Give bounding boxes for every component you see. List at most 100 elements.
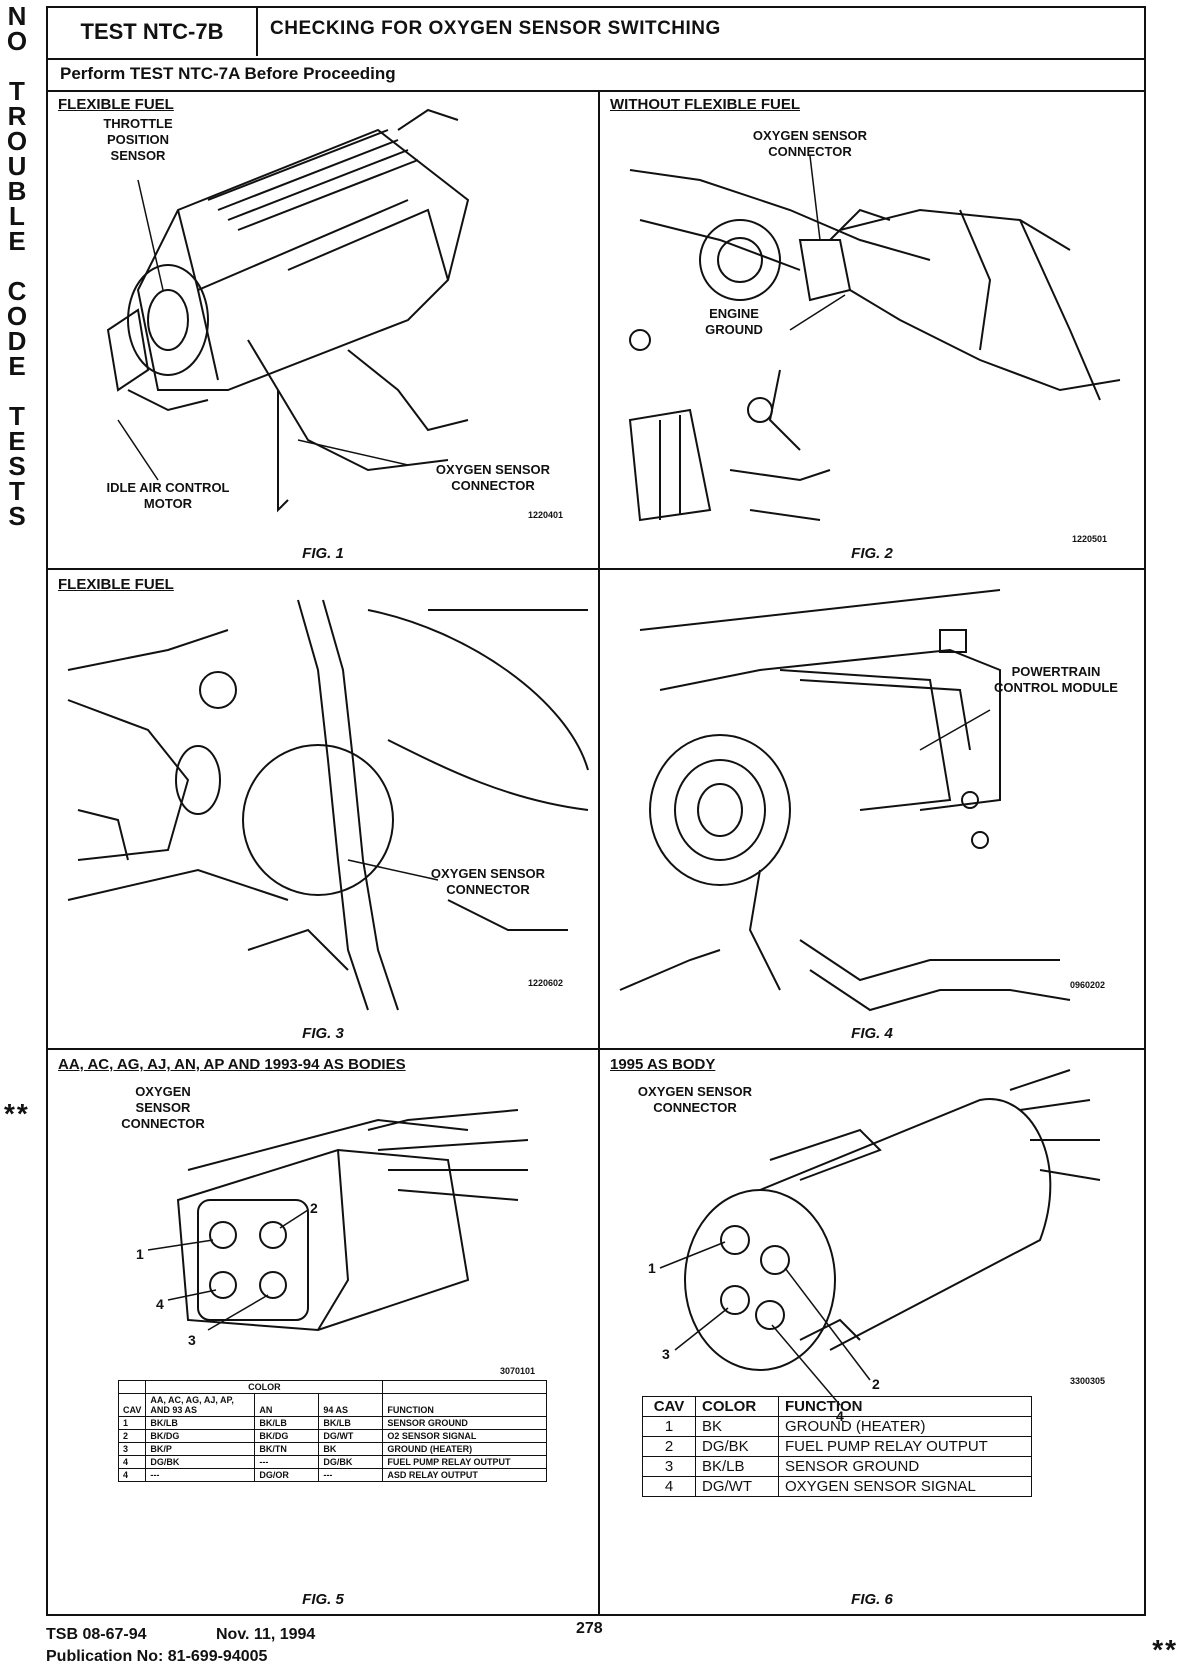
figure-6-panel: 1995 AS BODY (600, 1050, 1144, 1614)
figure-code: 3300305 (1070, 1376, 1106, 1386)
table-cell: 3 (117, 1442, 147, 1456)
table-cell: BK/DG (254, 1429, 320, 1443)
banner-letter: O (6, 26, 28, 56)
table-cell: BK/DG (145, 1429, 256, 1443)
connector-illustration (147, 1109, 529, 1332)
publication-number: Publication No: 81-699-94005 (46, 1648, 268, 1665)
label-oxygen-sensor-connector: OXYGEN SENSOR CONNECTOR (121, 1084, 205, 1131)
label-oxygen-sensor-connector: OXYGEN SENSOR CONNECTOR (435, 462, 551, 493)
table-cell: --- (254, 1455, 320, 1469)
table-cell: DG/WT (695, 1476, 779, 1497)
figure-code: 1220401 (528, 510, 564, 520)
banner-letter: L (9, 201, 25, 231)
header-row: TEST NTC-7B CHECKING FOR OXYGEN SENSOR S… (48, 8, 1144, 60)
table-cell: DG/BK (318, 1455, 384, 1469)
figure-heading: FLEXIBLE FUEL (58, 576, 174, 593)
pin-label: 4 (156, 1296, 164, 1312)
table-cell: 4 (117, 1455, 147, 1469)
color-header: COLOR (145, 1380, 384, 1394)
banner-letter: T (9, 76, 25, 106)
figure-4-panel: POWERTRAIN CONTROL MODULE 0960202 FIG. 4 (600, 570, 1144, 1050)
figure-3-panel: FLEXIBLE FUEL (48, 570, 600, 1050)
table-cell: --- (145, 1468, 256, 1482)
table-cell: 1 (642, 1416, 696, 1437)
test-title: CHECKING FOR OXYGEN SENSOR SWITCHING (270, 18, 721, 39)
column-header: 94 AS (318, 1393, 384, 1417)
label-throttle-position-sensor: THROTTLE POSITION SENSOR (103, 116, 173, 163)
table-cell: 2 (642, 1436, 696, 1457)
pcm-illustration (619, 589, 1071, 1012)
revision-marker: ** (1152, 1634, 1178, 1665)
label-oxygen-sensor-connector: OXYGEN SENSOR CONNECTOR (752, 128, 868, 159)
figure-1-panel: FLEXIBLE FUEL (48, 90, 600, 570)
pin-label: 2 (310, 1200, 318, 1216)
banner-letter: T (9, 476, 25, 506)
table-cell: BK/P (145, 1442, 256, 1456)
fig6-color-table: CAV COLOR FUNCTION 1 BK GROUND (HEATER) … (642, 1396, 1032, 1497)
tsb-date: Nov. 11, 1994 (216, 1626, 316, 1643)
table-cell: O2 SENSOR SIGNAL (382, 1429, 548, 1443)
figure-caption: FIG. 5 (302, 1591, 344, 1608)
banner-letter: C (7, 276, 27, 306)
table-row: 3 BK/P BK/TN BK GROUND (HEATER) (117, 1442, 548, 1456)
table-cell: BK (695, 1416, 779, 1437)
column-header: COLOR (695, 1396, 779, 1417)
table-cell: BK/LB (695, 1456, 779, 1477)
figure-code: 1220501 (1072, 534, 1108, 544)
figure-caption: FIG. 4 (851, 1025, 893, 1042)
label-oxygen-sensor-connector: OXYGEN SENSOR CONNECTOR (430, 866, 546, 897)
table-cell: FUEL PUMP RELAY OUTPUT (382, 1455, 548, 1469)
column-header: CAV (117, 1393, 147, 1417)
banner-letter: R (7, 101, 27, 131)
pin-label: 3 (662, 1346, 670, 1362)
figure-heading: WITHOUT FLEXIBLE FUEL (610, 96, 800, 113)
column-header: AN (254, 1393, 320, 1417)
page-number: 278 (576, 1620, 603, 1637)
figure-heading: FLEXIBLE FUEL (58, 96, 174, 113)
banner-letter: E (8, 226, 26, 256)
column-header: CAV (642, 1396, 696, 1417)
test-id: TEST NTC-7B (48, 8, 258, 56)
column-header: FUNCTION (778, 1396, 1032, 1417)
connector-illustration (659, 1069, 1101, 1406)
table-cell: 2 (117, 1429, 147, 1443)
table-cell: DG/BK (695, 1436, 779, 1457)
table-cell: DG/OR (254, 1468, 320, 1482)
banner-letter: E (8, 426, 26, 456)
instruction-row: Perform TEST NTC-7A Before Proceeding (48, 58, 1144, 92)
page-frame: TEST NTC-7B CHECKING FOR OXYGEN SENSOR S… (46, 6, 1146, 1616)
table-cell: --- (318, 1468, 384, 1482)
table-cell: SENSOR GROUND (382, 1416, 548, 1430)
table-row: 2 BK/DG BK/DG DG/WT O2 SENSOR SIGNAL (117, 1429, 548, 1443)
fig5-color-table: COLOR CAV AA, AC, AG, AJ, AP, AND 93 AS … (117, 1380, 548, 1482)
table-cell: GROUND (HEATER) (778, 1416, 1032, 1437)
banner-letter: O (6, 126, 28, 156)
table-cell: BK (318, 1442, 384, 1456)
column-header: AA, AC, AG, AJ, AP, AND 93 AS (145, 1393, 256, 1417)
table-cell: DG/BK (145, 1455, 256, 1469)
side-banner: N O T R O U B L E C O D E T E S T S (4, 3, 30, 529)
table-row: 4 --- DG/OR --- ASD RELAY OUTPUT (117, 1468, 548, 1482)
figure-code: 0960202 (1070, 980, 1106, 990)
page-footer: TSB 08-67-94 Nov. 11, 1994 278 Publicati… (46, 1620, 1146, 1666)
label-oxygen-sensor-connector: OXYGEN SENSOR CONNECTOR (637, 1084, 753, 1115)
banner-letter: T (9, 401, 25, 431)
pin-label: 1 (136, 1246, 144, 1262)
figure-5-panel: AA, AC, AG, AJ, AN, AP AND 1993-94 AS BO… (48, 1050, 600, 1614)
engine-illustration (106, 108, 470, 513)
table-row: 1 BK/LB BK/LB BK/LB SENSOR GROUND (117, 1416, 548, 1430)
pin-label: 3 (188, 1332, 196, 1348)
figure-2-panel: WITHOUT FLEXIBLE FUEL (600, 90, 1144, 570)
table-cell: 1 (117, 1416, 147, 1430)
tsb-number: TSB 08-67-94 (46, 1626, 147, 1643)
banner-letter: U (7, 151, 27, 181)
connector-closeup-illustration (67, 599, 589, 1011)
figure-heading: AA, AC, AG, AJ, AN, AP AND 1993-94 AS BO… (58, 1056, 406, 1073)
label-idle-air-control-motor: IDLE AIR CONTROL MOTOR (106, 480, 230, 511)
table-row: 1 BK GROUND (HEATER) (642, 1416, 1032, 1437)
figure-caption: FIG. 3 (302, 1025, 344, 1042)
figure-caption: FIG. 1 (302, 545, 344, 562)
table-row: 2 DG/BK FUEL PUMP RELAY OUTPUT (642, 1436, 1032, 1457)
banner-letter: O (6, 301, 28, 331)
table-cell: ASD RELAY OUTPUT (382, 1468, 548, 1482)
